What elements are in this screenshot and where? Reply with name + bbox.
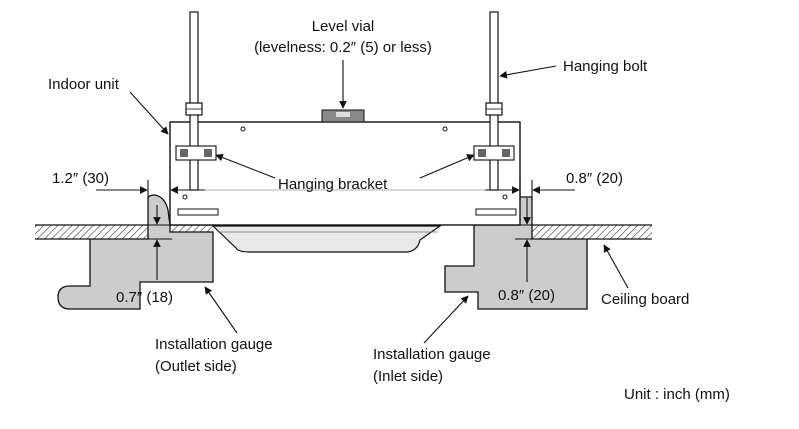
leader-gauge-outlet <box>204 286 238 334</box>
label-gauge-inlet-2: (Inlet side) <box>373 368 443 385</box>
label-indoor-unit: Indoor unit <box>48 76 120 93</box>
leader-indoor-unit <box>129 91 169 135</box>
dim-outlet-depth <box>148 205 172 280</box>
leader-hanging-bolt <box>499 65 557 79</box>
leader-gauge-inlet <box>423 295 469 344</box>
installation-gauge-outlet <box>57 194 214 310</box>
label-dim-right-gap: 0.8″ (20) <box>566 170 623 187</box>
leader-bracket-left <box>215 153 276 179</box>
label-level-vial: Level vial <box>312 18 375 35</box>
label-dim-left-gap: 1.2″ (30) <box>52 170 109 187</box>
label-gauge-outlet-1: Installation gauge <box>155 336 273 353</box>
label-ceiling-board: Ceiling board <box>601 291 689 308</box>
hanging-bracket-right <box>473 145 515 161</box>
dim-right-gap <box>485 180 575 200</box>
level-vial <box>321 109 365 123</box>
label-hanging-bracket: Hanging bracket <box>278 176 388 193</box>
label-dim-inlet-depth: 0.8″ (20) <box>498 287 555 304</box>
dim-inlet-depth <box>515 198 540 282</box>
leader-bracket-right <box>419 154 475 179</box>
label-levelness: (levelness: 0.2″ (5) or less) <box>254 39 432 56</box>
hanging-bracket-left <box>175 145 217 161</box>
label-hanging-bolt: Hanging bolt <box>563 58 648 75</box>
label-gauge-outlet-2: (Outlet side) <box>155 358 237 375</box>
leader-ceiling-board <box>603 244 629 289</box>
label-dim-outlet-depth: 0.7″ (18) <box>116 289 173 306</box>
label-gauge-inlet-1: Installation gauge <box>373 346 491 363</box>
ceiling-board-right <box>532 224 652 240</box>
unit-underside <box>211 225 442 253</box>
label-unit: Unit : inch (mm) <box>624 386 730 403</box>
indoor-unit-body <box>169 121 521 226</box>
dim-left-gap <box>96 180 205 200</box>
